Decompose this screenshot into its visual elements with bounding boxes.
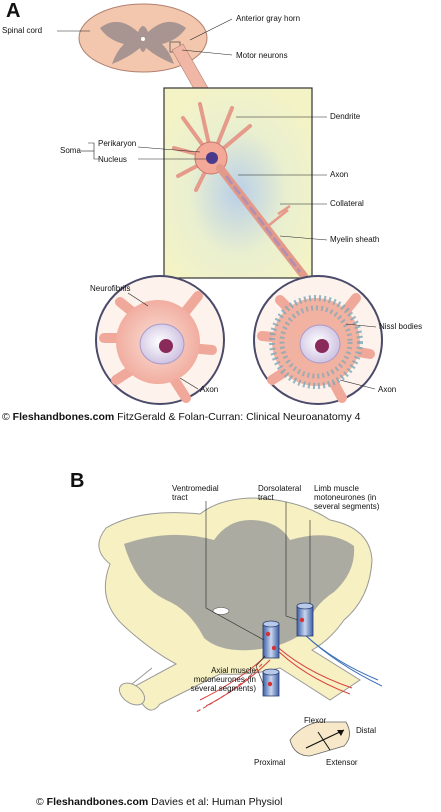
label-axon: Axon [330,170,348,179]
label-distal: Distal [356,726,376,735]
label-soma: Soma [60,146,81,155]
panel-a-letter: A [6,0,20,23]
panel-b-letter: B [70,470,84,493]
caption-b: © Fleshandbones.com Davies et al: Human … [36,796,282,808]
label-proximal: Proximal [254,758,285,767]
copyright-symbol-b: © [36,796,44,808]
label-axon-right-cell: Axon [378,385,396,394]
label-motor-neurons: Motor neurons [236,51,288,60]
label-limb-muscle: Limb muscle motoneurones (in several seg… [314,484,380,511]
caption-b-site: Fleshandbones.com [47,796,149,808]
label-flexor: Flexor [304,716,326,725]
label-ventromedial-tract: Ventromedial tract [172,484,230,502]
limb-sketch [290,722,350,756]
caption-a: © Fleshandbones.com FitzGerald & Folan-C… [2,411,360,423]
label-axial-muscle: Axial muscle motoneurones (in several se… [188,666,256,693]
label-collateral: Collateral [330,199,364,208]
axial-cylinder [263,669,279,696]
label-neurofibrils: Neurofibrils [90,284,130,293]
label-spinal-cord: Spinal cord [2,26,42,35]
label-myelin-sheath: Myelin sheath [330,235,379,244]
ventromedial-cylinder [263,621,279,658]
label-dorsolateral-tract: Dorsolateral tract [258,484,310,502]
label-perikaryon: Perikaryon [98,139,136,148]
dorsolateral-cylinder [297,603,313,636]
label-nissl-bodies: Nissl bodies [379,322,422,331]
label-extensor: Extensor [326,758,358,767]
caption-a-site: Fleshandbones.com [13,411,115,423]
label-axon-left-cell: Axon [200,385,218,394]
caption-b-source: Davies et al: Human Physiol [151,796,282,808]
magnified-neuron-box [164,88,312,278]
nissl-cell [254,276,382,404]
label-nucleus: Nucleus [98,155,127,164]
label-anterior-gray-horn: Anterior gray horn [236,14,300,23]
copyright-symbol-a: © [2,411,10,423]
caption-a-source: FitzGerald & Folan-Curran: Clinical Neur… [117,411,360,423]
label-dendrite: Dendrite [330,112,360,121]
